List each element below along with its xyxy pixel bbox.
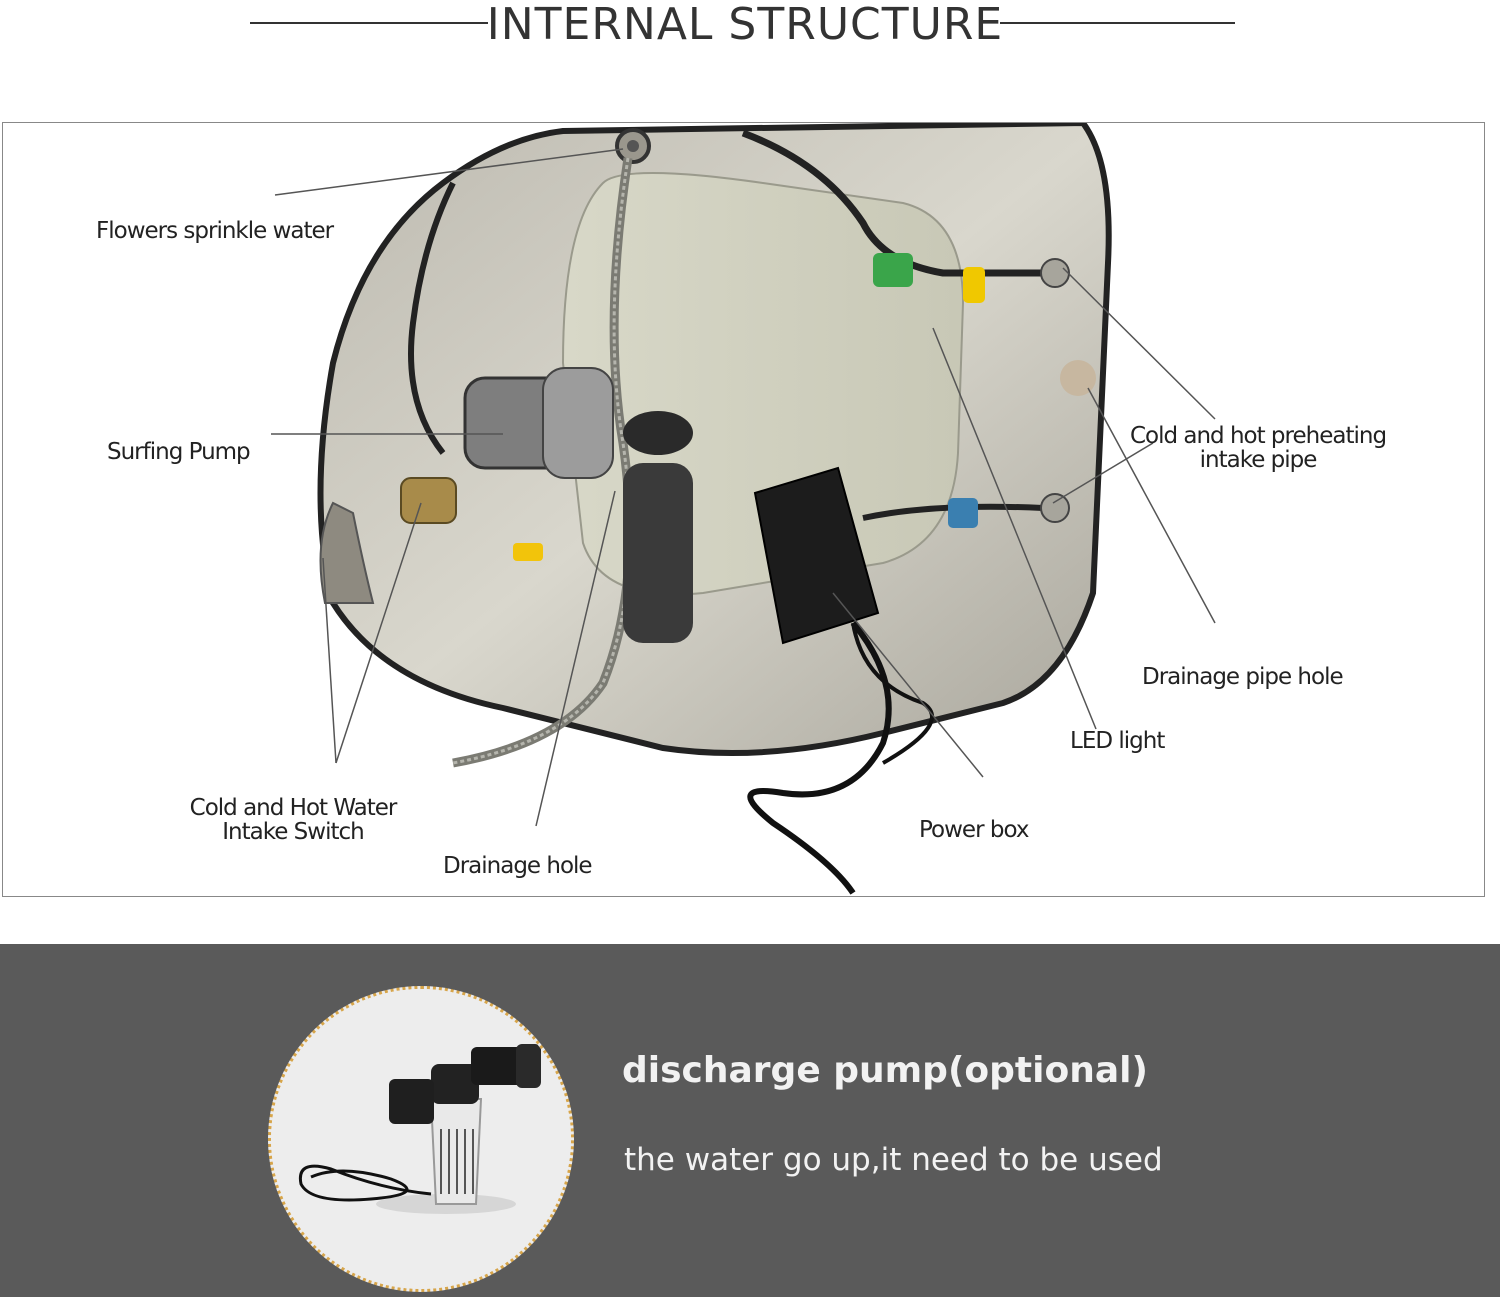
label-surfing-pump: Surfing Pump [107, 439, 251, 465]
optional-pump-band [0, 944, 1500, 1297]
label-cold-hot-switch-line1: Cold and Hot Water [189, 795, 398, 821]
label-flowers-sprinkle: Flowers sprinkle water [96, 218, 334, 244]
label-cold-hot-switch: Cold and Hot Water Intake Switch [163, 796, 423, 844]
section-title: INTERNAL STRUCTURE [486, 0, 1004, 50]
basin-illustration [271, 123, 1216, 895]
section-title-row: INTERNAL STRUCTURE [0, 0, 1500, 60]
discharge-pump-image [268, 986, 574, 1292]
label-led-light: LED light [1070, 728, 1165, 754]
discharge-pump-icon [271, 989, 571, 1289]
label-cold-hot-preheating-line1: Cold and hot preheating [1129, 423, 1387, 449]
label-drainage-hole: Drainage hole [443, 853, 593, 879]
internal-structure-diagram: Flowers sprinkle water Surfing Pump Cold… [2, 122, 1485, 897]
label-cold-hot-preheating: Cold and hot preheating intake pipe [1113, 424, 1403, 472]
title-rule-right [1000, 22, 1235, 24]
label-drainage-pipe-hole: Drainage pipe hole [1142, 664, 1344, 690]
optional-pump-description: the water go up,it need to be used [624, 1142, 1163, 1178]
title-rule-left [250, 22, 488, 24]
label-cold-hot-switch-line2: Intake Switch [222, 819, 364, 845]
label-power-box: Power box [919, 817, 1029, 843]
label-cold-hot-preheating-line2: intake pipe [1199, 447, 1318, 473]
optional-pump-title: discharge pump(optional) [622, 1050, 1148, 1091]
